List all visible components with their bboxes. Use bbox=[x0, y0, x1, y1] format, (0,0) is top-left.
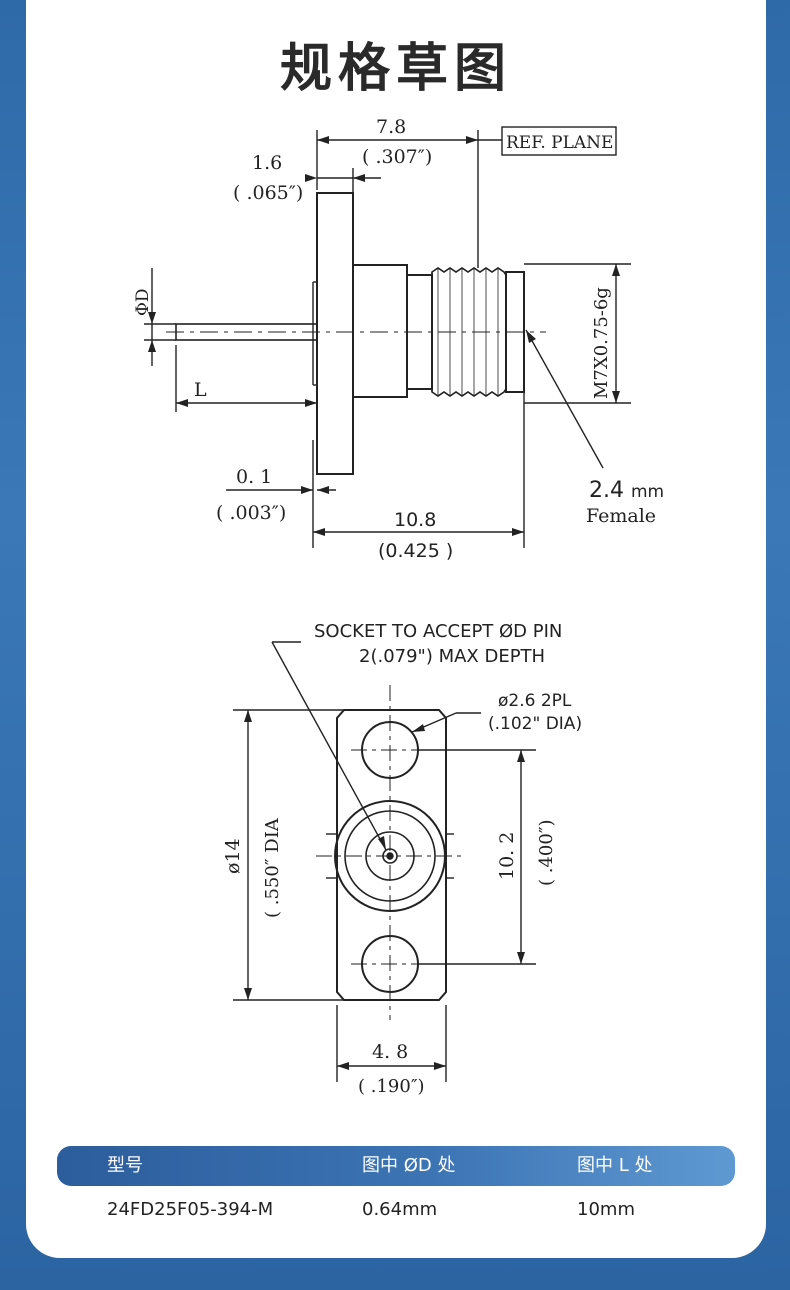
dim-length-mm: 7.8 bbox=[376, 116, 406, 138]
dim-flange-in: ( .065″) bbox=[233, 182, 303, 204]
dim-height-in: ( .550″ DIA bbox=[262, 817, 283, 918]
front-view-drawing: SOCKET TO ACCEPT ØD PIN 2(.079") MAX DEP… bbox=[222, 621, 582, 1097]
flange-outline bbox=[336, 709, 447, 1001]
hole-note-line2: (.102" DIA) bbox=[488, 714, 582, 734]
label-length: L bbox=[194, 379, 207, 401]
connector-body bbox=[352, 264, 408, 398]
hole-note-line1: ø2.6 2PL bbox=[498, 691, 572, 711]
dim-gap-mm: 0. 1 bbox=[236, 466, 272, 488]
cell-diameter: 0.64mm bbox=[362, 1199, 438, 1220]
interface-size: 2.4 mm bbox=[589, 478, 664, 503]
cell-model: 24FD25F05-394-M bbox=[107, 1199, 274, 1220]
flange bbox=[316, 192, 354, 475]
page-title: 规格草图 bbox=[279, 39, 512, 99]
dim-flange-mm: 1.6 bbox=[252, 152, 282, 174]
dim-width-in: ( .190″) bbox=[358, 1076, 425, 1097]
thread-profile bbox=[431, 267, 507, 276]
dim-height-mm: ø14 bbox=[222, 838, 244, 874]
header-diameter: 图中 ØD 处 bbox=[362, 1155, 456, 1176]
interface-gender: Female bbox=[586, 505, 656, 527]
dim-pitch-in: ( .400″) bbox=[536, 819, 557, 886]
header-length: 图中 L 处 bbox=[577, 1155, 653, 1176]
thread-spec: M7X0.75-6g bbox=[591, 287, 612, 399]
socket-note-line1: SOCKET TO ACCEPT ØD PIN bbox=[314, 621, 562, 642]
content-card: 规格草图 bbox=[26, 0, 766, 1258]
table-row: 24FD25F05-394-M 0.64mm 10mm bbox=[57, 1190, 735, 1230]
side-view-drawing: 7.8 ( .307″) REF. PLANE 1.6 ( .065″) ΦD … bbox=[133, 116, 664, 562]
dim-pitch-mm: 10. 2 bbox=[496, 832, 518, 880]
dim-overall-mm: 10.8 bbox=[394, 509, 436, 531]
ref-plane-label: REF. PLANE bbox=[506, 133, 613, 153]
dim-length-in: ( .307″) bbox=[362, 146, 432, 168]
dim-width-mm: 4. 8 bbox=[372, 1041, 408, 1063]
dim-overall-in: (0.425 ) bbox=[378, 540, 453, 562]
header-model: 型号 bbox=[107, 1155, 143, 1176]
cell-length: 10mm bbox=[577, 1199, 635, 1220]
label-diameter: ΦD bbox=[133, 288, 153, 316]
socket-note-line2: 2(.079") MAX DEPTH bbox=[359, 646, 545, 667]
dim-gap-in: ( .003″) bbox=[216, 502, 286, 524]
spec-table-header: 型号 图中 ØD 处 图中 L 处 bbox=[57, 1146, 735, 1186]
